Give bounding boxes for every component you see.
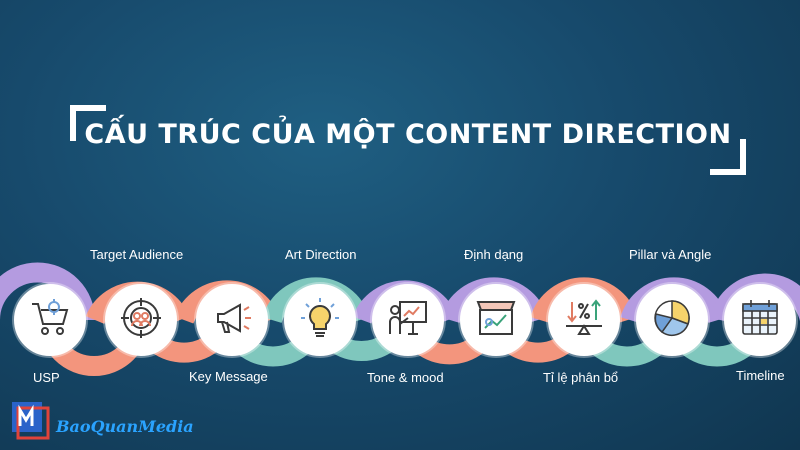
pie-chart-icon	[650, 296, 694, 345]
target-audience-icon	[119, 296, 163, 345]
label-pillar-angle: Pillar và Angle	[629, 247, 712, 262]
step-usp	[14, 284, 86, 356]
storefront-analytics-icon	[474, 296, 518, 345]
process-chain	[0, 250, 800, 380]
label-target-audience: Target Audience	[90, 247, 184, 262]
label-ti-le-phan-bo: Tỉ lệ phân bổ	[543, 370, 619, 385]
step-pillar-angle	[636, 284, 708, 356]
label-tone-mood: Tone & mood	[367, 370, 444, 385]
brand-mark-icon	[12, 402, 50, 440]
title-bracket-top-left	[70, 105, 106, 141]
brand-logo: BaoQuanMedia	[8, 398, 194, 440]
title-bracket-bottom-right	[710, 139, 746, 175]
shopping-cart-icon	[28, 296, 72, 345]
label-usp: USP	[33, 370, 60, 385]
calendar-icon	[738, 296, 782, 345]
step-timeline	[724, 284, 796, 356]
label-key-message: Key Message	[189, 369, 268, 384]
lightbulb-icon	[298, 296, 342, 345]
brand-name: BaoQuanMedia	[56, 416, 194, 436]
label-art-direction: Art Direction	[285, 247, 357, 262]
step-dinh-dang	[460, 284, 532, 356]
step-ti-le-phan-bo	[548, 284, 620, 356]
page-title: CẤU TRÚC CỦA MỘT CONTENT DIRECTION	[84, 119, 732, 150]
step-target-audience	[105, 284, 177, 356]
step-tone-mood	[372, 284, 444, 356]
label-dinh-dang: Định dạng	[464, 247, 524, 262]
percentage-balance-icon	[562, 296, 606, 345]
step-key-message	[196, 284, 268, 356]
megaphone-icon	[210, 296, 254, 345]
label-timeline: Timeline	[736, 368, 785, 383]
presentation-board-icon	[386, 296, 430, 345]
step-art-direction	[284, 284, 356, 356]
title-frame: CẤU TRÚC CỦA MỘT CONTENT DIRECTION	[70, 105, 746, 175]
